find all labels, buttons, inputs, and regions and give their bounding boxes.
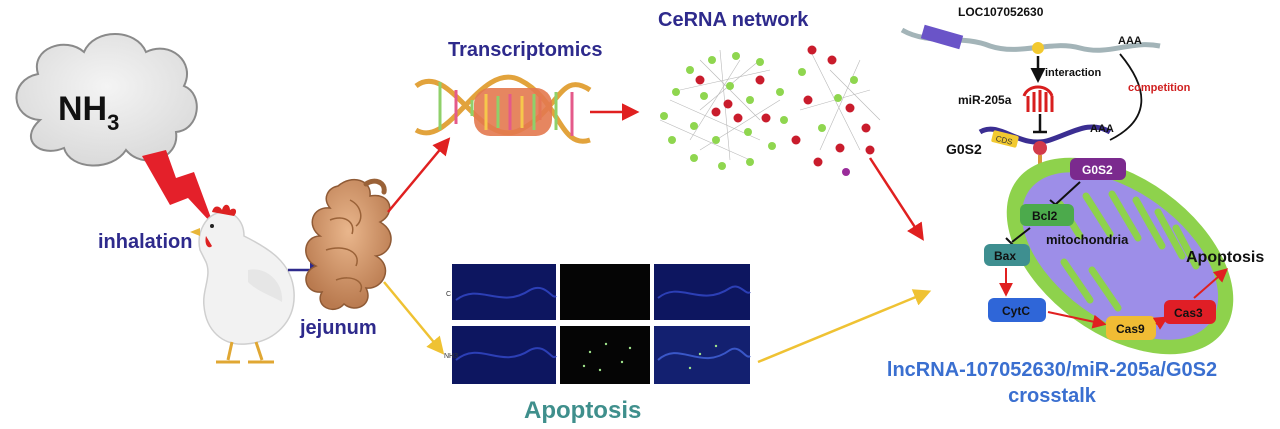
competition-label: competition bbox=[1128, 82, 1191, 94]
bax-label: Bax bbox=[994, 249, 1016, 263]
apoptosis-micrograph-grid: C NH3 bbox=[444, 264, 751, 384]
arrow-jejunum-to-apoptosis bbox=[383, 281, 445, 355]
cas3-node bbox=[1164, 300, 1216, 324]
cytc-label: CytC bbox=[1002, 304, 1030, 318]
cerna-network-label: CeRNA network bbox=[658, 9, 809, 31]
inhalation-label: inhalation bbox=[98, 231, 192, 253]
conclusion-line-1: lncRNA-107052630/miR-205a/G0S2 bbox=[887, 359, 1217, 381]
arrow-apoptosis-to-mechanism bbox=[757, 289, 932, 364]
jejunum-label: jejunum bbox=[299, 317, 377, 339]
ribosome-icon bbox=[1033, 141, 1047, 155]
ammonia-label: NH3 bbox=[58, 90, 119, 135]
chicken-icon bbox=[190, 204, 295, 364]
lncrna-polya-label: AAA bbox=[1118, 35, 1142, 47]
g0s2-inhibits-bcl2 bbox=[1055, 181, 1081, 205]
cerna-network-graph bbox=[659, 45, 881, 176]
cytc-node bbox=[988, 298, 1046, 322]
conclusion-line-2: crosstalk bbox=[1008, 385, 1097, 407]
arrow-cerna-to-mechanism bbox=[868, 157, 924, 241]
competition-arc bbox=[1109, 53, 1143, 141]
bcl2-label: Bcl2 bbox=[1032, 209, 1058, 223]
intestine-icon bbox=[305, 178, 392, 310]
cas9-node bbox=[1106, 316, 1156, 340]
lightning-bolt-icon bbox=[142, 150, 214, 226]
mirna-hairpin-icon bbox=[1022, 85, 1054, 112]
dna-helix-icon bbox=[414, 74, 592, 144]
g0s2-protein-node bbox=[1070, 158, 1126, 180]
mirna-label: miR-205a bbox=[958, 93, 1012, 107]
arrow-cytc-to-cas9 bbox=[1047, 311, 1107, 329]
cas9-label: Cas9 bbox=[1116, 322, 1145, 336]
g0s2-gene-label: G0S2 bbox=[946, 141, 982, 157]
lncrna-exon-block bbox=[920, 24, 964, 50]
g0s2-protein-label: G0S2 bbox=[1082, 163, 1113, 177]
arrow-jejunum-to-transcriptomics bbox=[387, 137, 451, 213]
row-label-control: C bbox=[446, 291, 451, 298]
g0s2-mrna-strand bbox=[978, 124, 1112, 145]
g0s2-polya-label: AAA bbox=[1090, 123, 1114, 135]
cas3-label: Cas3 bbox=[1174, 306, 1203, 320]
ammonia-cloud: NH3 bbox=[15, 33, 198, 167]
row-label-ammonia: NH3 bbox=[444, 353, 458, 360]
apoptosis-outcome-label: Apoptosis bbox=[1186, 249, 1264, 266]
bcl2-node bbox=[1020, 204, 1074, 226]
cds-label: CDS bbox=[995, 134, 1014, 147]
lncrna-label: LOC107052630 bbox=[958, 5, 1044, 19]
cds-box bbox=[991, 130, 1019, 148]
interaction-label: interaction bbox=[1045, 67, 1102, 79]
apoptosis-assay-label: Apoptosis bbox=[524, 397, 641, 424]
binding-site-bead bbox=[1032, 42, 1044, 54]
transcriptomics-label: Transcriptomics bbox=[448, 39, 603, 61]
bcl2-inhibits-bax bbox=[1011, 227, 1031, 243]
mitochondria-label: mitochondria bbox=[1046, 232, 1129, 247]
arrow-cas3-to-apoptosis bbox=[1193, 268, 1229, 299]
bax-node bbox=[984, 244, 1030, 266]
